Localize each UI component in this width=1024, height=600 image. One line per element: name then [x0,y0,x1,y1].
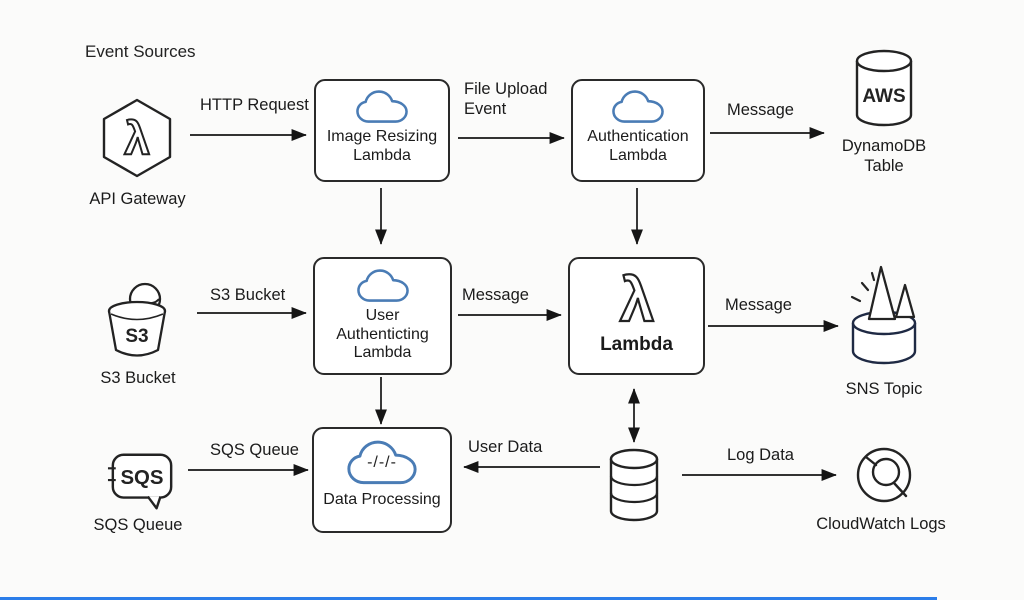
image-resizing-lambda-label: Image Resizing Lambda [326,128,438,164]
s3-bucket-label: S3 Bucket [100,369,176,387]
s3-icon-text: S3 [125,326,148,347]
edge-label-message-top: Message [727,101,794,119]
lambda-glyph: λ [124,112,150,164]
edge-label-user-data: User Data [468,438,543,456]
lambda-icon: λ [618,265,655,333]
database-icon [609,448,659,522]
cloud-icon [347,440,417,485]
edge-label-log-data: Log Data [727,446,794,464]
sqs-queue-node: SQS [107,450,177,517]
cloud-icon [356,269,409,302]
authentication-lambda-label: Authentication Lambda [587,128,689,164]
data-processing-label: Data Processing [323,491,441,508]
data-processing-cloud-text: -/-/- [367,454,397,472]
lambda-label: Lambda [600,334,673,355]
edge-label-message-mid: Message [462,286,529,304]
lambda-glyph: λ [619,266,653,333]
cloudwatch-logs-label: CloudWatch Logs [816,515,946,533]
edge-label-message-right: Message [725,296,792,314]
cloudwatch-logs-icon [856,447,912,503]
edge-label-file-upload: File Upload Event [464,80,548,118]
s3-bucket-icon: S3 [107,282,167,357]
cloud-icon [612,90,664,123]
cloudwatch-logs-node [856,446,914,511]
edge-label-s3-bucket: S3 Bucket [210,286,286,304]
dynamodb-node: AWS [851,49,917,134]
dynamodb-label: DynamoDB Table [841,137,927,175]
user-authenticting-lambda-box: User Authenticting Lambda [313,257,452,375]
diagram-heading: Event Sources [85,42,196,61]
sqs-speech-bubble-icon: SQS [107,453,173,510]
dynamodb-cylinder-icon: AWS [855,49,913,127]
database-node [605,448,663,529]
lambda-box: λ Lambda [568,257,705,375]
dynamodb-aws-text: AWS [862,86,905,107]
cloud-icon [356,90,408,123]
sqs-icon-text: SQS [120,467,163,489]
data-processing-cloud: -/-/- [341,436,423,490]
user-authenticting-lambda-label: User Authenticting Lambda [336,307,429,362]
edge-label-http-request: HTTP Request [200,96,309,114]
lambda-hexagon-icon: λ [102,98,172,178]
data-processing-box: -/-/- Data Processing [312,427,452,533]
api-gateway-node: λ [100,97,174,184]
s3-bucket-node: S3 [105,280,171,367]
authentication-lambda-box: Authentication Lambda [571,79,705,182]
sqs-queue-label: SQS Queue [93,516,183,534]
sns-topic-label: SNS Topic [845,380,923,398]
bottom-accent-bar [0,597,937,600]
edge-label-sqs-queue: SQS Queue [210,441,299,459]
image-resizing-lambda-box: Image Resizing Lambda [314,79,450,182]
sns-topic-icon [850,265,917,365]
sns-topic-node [848,261,920,372]
api-gateway-label: API Gateway [89,190,186,208]
